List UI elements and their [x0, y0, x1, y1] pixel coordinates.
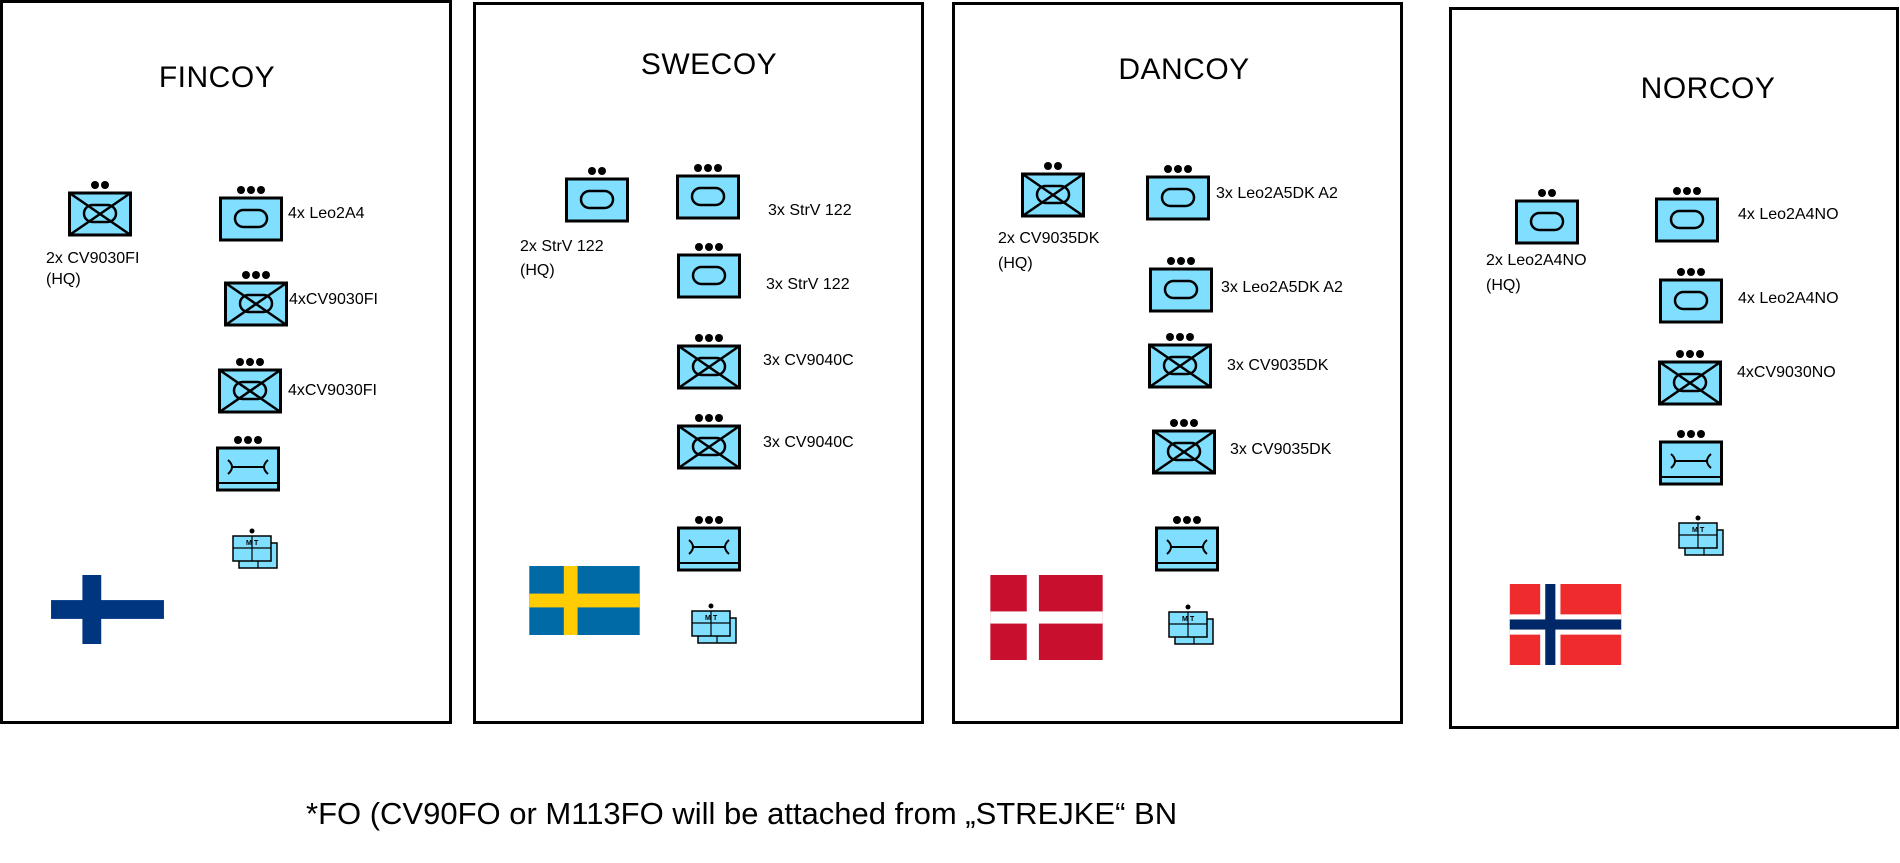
svg-text:M: M — [246, 540, 252, 547]
company-box-swecoy: SWECOY 2x StrV 122 (HQ) 3x StrV 122 3x S… — [473, 2, 924, 724]
mechanized-infantry-icon — [218, 356, 282, 414]
armor-icon-glyph — [1149, 257, 1213, 313]
mt-glyph: M T — [691, 603, 737, 644]
armor-icon-glyph — [565, 167, 629, 223]
medical-transport-icon: M T — [1167, 603, 1215, 647]
hq-label-suffix: (HQ) — [46, 271, 81, 288]
company-title: NORCOY — [1640, 72, 1776, 105]
mechanized-infantry-icon-glyph — [1148, 333, 1212, 389]
armor-icon-glyph — [1659, 268, 1723, 324]
platoon-label: 4xCV9030FI — [288, 382, 377, 399]
mechanized-infantry-icon-glyph — [1152, 419, 1216, 475]
medical-transport-icon: M T — [231, 527, 279, 571]
company-box-norcoy: NORCOY 2x Leo2A4NO (HQ) 4x Leo2A4NO 4x L… — [1449, 7, 1899, 729]
svg-text:M: M — [705, 615, 711, 622]
platoon-label: 4x Leo2A4 — [288, 205, 365, 222]
hq-label-suffix: (HQ) — [520, 262, 555, 279]
mechanized-infantry-icon — [1021, 160, 1085, 218]
mt-glyph: M T — [1678, 515, 1724, 556]
platoon-label: 3x Leo2A5DK A2 — [1216, 185, 1338, 202]
mt-glyph: M T — [232, 528, 278, 569]
armor-icon-glyph — [1515, 189, 1579, 245]
platoon-label: 3x StrV 122 — [768, 202, 852, 219]
hq-label-suffix: (HQ) — [998, 255, 1033, 272]
svg-text:T: T — [1190, 616, 1195, 623]
mechanized-infantry-icon-glyph — [677, 414, 741, 470]
armor-icon-glyph — [1146, 165, 1210, 221]
mechanized-infantry-icon-glyph — [224, 271, 288, 327]
mechanized-infantry-icon-glyph — [1021, 162, 1085, 218]
armor-icon — [1149, 255, 1213, 313]
platoon-label: 4x Leo2A4NO — [1738, 290, 1839, 307]
mechanized-infantry-icon-glyph — [68, 181, 132, 237]
hq-label-suffix: (HQ) — [1486, 277, 1521, 294]
platoon-label: 3x StrV 122 — [766, 276, 850, 293]
mechanized-infantry-icon — [224, 269, 288, 327]
platoon-label: 3x CV9040C — [763, 352, 854, 369]
armor-icon — [565, 165, 629, 223]
svg-text:T: T — [1700, 527, 1705, 534]
armor-icon — [1655, 185, 1719, 243]
platoon-label: 3x CV9040C — [763, 434, 854, 451]
svg-text:T: T — [713, 615, 718, 622]
maintenance-icon — [1659, 428, 1723, 486]
footnote: *FO (CV90FO or M113FO will be attached f… — [306, 796, 1178, 831]
armor-icon — [676, 162, 740, 220]
mt-glyph: M T — [1168, 604, 1214, 645]
maintenance-icon-glyph — [1659, 430, 1723, 486]
hq-label: 2x CV9030FI — [46, 250, 140, 267]
maintenance-icon — [216, 434, 280, 492]
hq-label: 2x Leo2A4NO — [1486, 252, 1587, 269]
maintenance-icon — [1155, 514, 1219, 572]
armor-icon-glyph — [676, 164, 740, 220]
platoon-label: 4x Leo2A4NO — [1738, 206, 1839, 223]
armor-icon — [219, 184, 283, 242]
armor-icon-glyph — [219, 186, 283, 242]
maintenance-icon — [677, 514, 741, 572]
mechanized-infantry-icon-glyph — [1658, 350, 1722, 406]
armor-icon — [677, 241, 741, 299]
mechanized-infantry-icon — [677, 412, 741, 470]
hq-label: 2x StrV 122 — [520, 238, 604, 255]
hq-label: 2x CV9035DK — [998, 230, 1100, 247]
company-title: DANCOY — [1118, 53, 1250, 86]
svg-text:T: T — [254, 540, 259, 547]
finland-flag — [51, 575, 164, 644]
mechanized-infantry-icon-glyph — [218, 358, 282, 414]
company-box-dancoy: DANCOY 2x CV9035DK (HQ) 3x Leo2A5DK A2 3… — [952, 2, 1403, 724]
norway-flag — [1509, 584, 1622, 665]
mechanized-infantry-icon — [677, 332, 741, 390]
maintenance-icon-glyph — [677, 516, 741, 572]
armor-icon — [1515, 187, 1579, 245]
platoon-label: 4xCV9030NO — [1737, 364, 1836, 381]
armor-icon-glyph — [677, 243, 741, 299]
svg-text:M: M — [1692, 527, 1698, 534]
platoon-label: 3x CV9035DK — [1230, 441, 1332, 458]
armor-icon — [1659, 266, 1723, 324]
medical-transport-icon: M T — [690, 602, 738, 646]
sweden-flag — [528, 566, 641, 635]
maintenance-icon-glyph — [1155, 516, 1219, 572]
platoon-label: 4xCV9030FI — [289, 291, 378, 308]
medical-transport-icon: M T — [1677, 514, 1725, 558]
company-title: SWECOY — [640, 48, 778, 81]
armor-icon-glyph — [1655, 187, 1719, 243]
mechanized-infantry-icon — [68, 179, 132, 237]
mechanized-infantry-icon — [1658, 348, 1722, 406]
platoon-label: 3x CV9035DK — [1227, 357, 1329, 374]
mechanized-infantry-icon — [1152, 417, 1216, 475]
maintenance-icon-glyph — [216, 436, 280, 492]
mechanized-infantry-icon — [1148, 331, 1212, 389]
company-title: FINCOY — [158, 61, 276, 94]
platoon-label: 3x Leo2A5DK A2 — [1221, 279, 1343, 296]
mechanized-infantry-icon-glyph — [677, 334, 741, 390]
svg-text:M: M — [1182, 616, 1188, 623]
denmark-flag — [990, 575, 1103, 660]
armor-icon — [1146, 163, 1210, 221]
company-box-fincoy: FINCOY 2x CV9030FI (HQ) 4x Leo2A4 4xCV90… — [0, 0, 452, 724]
